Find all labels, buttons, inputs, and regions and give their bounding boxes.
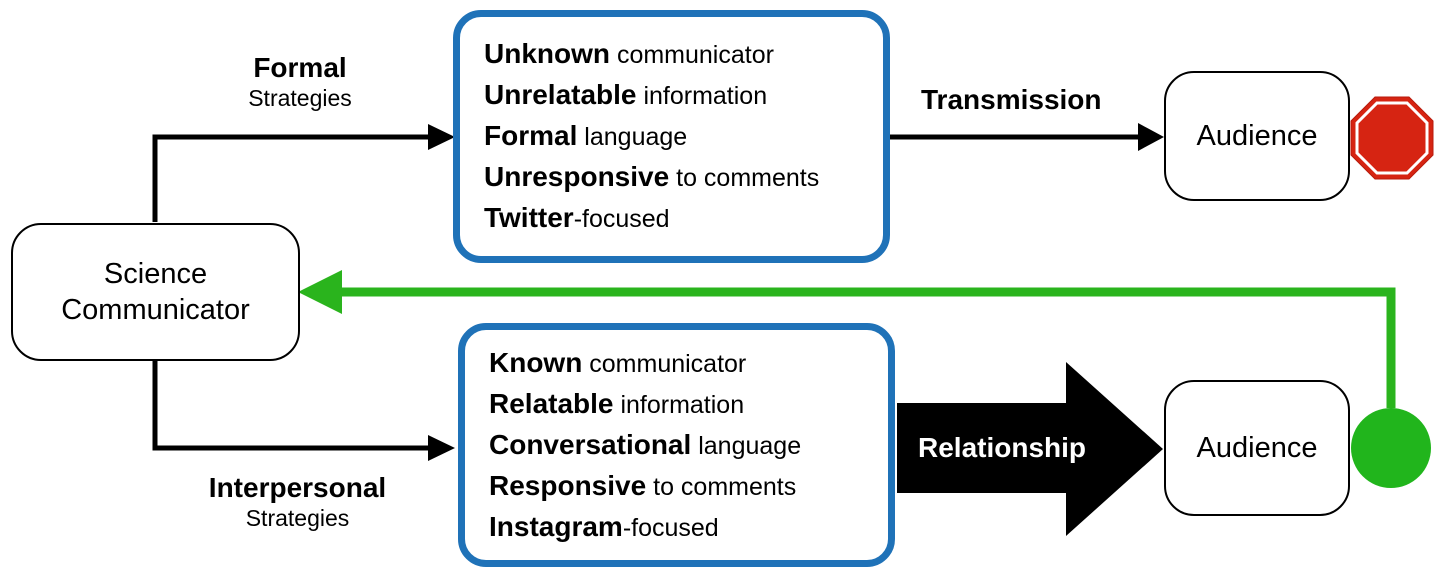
science-communicator-node: Science Communicator	[11, 223, 300, 361]
interpersonal-connector	[152, 360, 432, 451]
formal-audience-node: Audience	[1164, 71, 1350, 201]
formal-arrowhead	[428, 124, 455, 150]
feedback-arrowhead	[298, 270, 342, 314]
stop-sign-icon	[1350, 96, 1434, 180]
interpersonal-trait: Known communicator	[489, 346, 747, 378]
interpersonal-trait: Conversational language	[489, 428, 802, 460]
feedback-arrow-line	[335, 287, 1396, 408]
formal-traits-card: Unknown communicator Unrelatable informa…	[453, 10, 890, 263]
interpersonal-trait: Responsive to comments	[489, 469, 797, 501]
formal-connector	[152, 134, 432, 222]
formal-trait: Unresponsive to comments	[484, 161, 820, 192]
formal-trait: Formal language	[484, 120, 688, 151]
relationship-block-arrow	[897, 362, 1163, 536]
formal-trait: Twitter-focused	[484, 202, 670, 233]
formal-title: Formal	[253, 52, 347, 83]
interpersonal-strategies-label: Interpersonal Strategies	[180, 472, 415, 532]
source-line-2: Communicator	[61, 294, 250, 326]
transmission-label: Transmission	[921, 84, 1102, 115]
interpersonal-traits-card: Known communicator Relatable information…	[458, 323, 895, 567]
formal-subtitle: Strategies	[248, 85, 352, 111]
formal-strategies-label: Formal Strategies	[205, 52, 395, 112]
interpersonal-audience-label: Audience	[1196, 432, 1318, 464]
formal-audience-label: Audience	[1196, 120, 1318, 152]
interpersonal-title: Interpersonal	[208, 472, 387, 503]
interpersonal-trait: Instagram-focused	[489, 510, 719, 542]
interpersonal-arrowhead	[428, 435, 455, 461]
green-circle-icon	[1351, 408, 1431, 488]
formal-trait: Unknown communicator	[484, 38, 774, 69]
interpersonal-subtitle: Strategies	[245, 505, 350, 531]
relationship-label: Relationship	[918, 432, 1087, 463]
interpersonal-trait: Relatable information	[489, 387, 745, 419]
formal-trait: Unrelatable information	[484, 79, 768, 110]
interpersonal-audience-node: Audience	[1164, 380, 1350, 516]
source-line-1: Science	[103, 258, 208, 290]
transmission-arrowhead	[1138, 123, 1164, 151]
